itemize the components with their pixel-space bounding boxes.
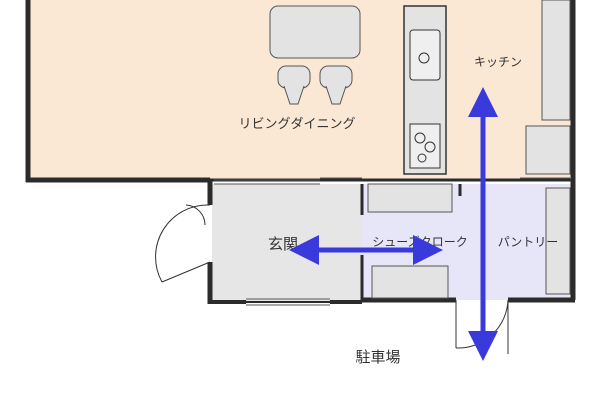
pantry-label: パントリー	[498, 235, 559, 249]
entrance-label: 玄関	[268, 235, 298, 253]
shoe-shelf-upper	[367, 183, 453, 213]
chair-left	[277, 65, 311, 105]
pantry-shelf	[545, 187, 571, 295]
shoe-shelf-lower	[371, 265, 449, 299]
sink	[409, 29, 441, 81]
kitchen-counter	[403, 5, 447, 175]
entrance-door	[155, 204, 211, 283]
living-dining-label: リビングダイニング	[238, 117, 355, 132]
kitchen-shelf	[541, 0, 571, 121]
kitchen-label: キッチン	[474, 55, 522, 69]
window-frames	[214, 177, 570, 306]
dining-table	[269, 5, 361, 59]
chair-right	[319, 65, 353, 105]
fridge	[525, 125, 571, 175]
shoe-closet-label: シューズクローク	[372, 234, 467, 249]
parking-label: 駐車場	[355, 348, 400, 366]
